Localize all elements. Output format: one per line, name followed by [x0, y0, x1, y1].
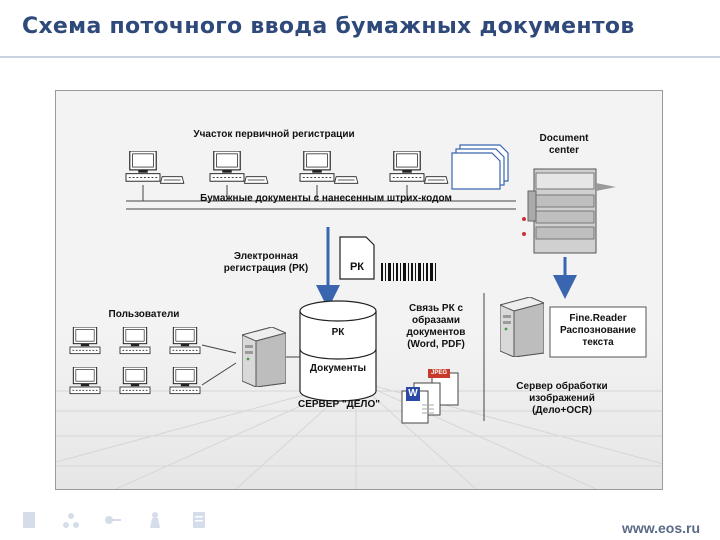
document-center-machine	[522, 168, 616, 254]
user-links	[201, 344, 237, 386]
slide-title: Схема поточного ввода бумажных документо…	[22, 14, 635, 39]
ocr-server-line3: (Дело+OCR)	[532, 405, 592, 416]
finereader-line1: Fine.Reader	[569, 313, 627, 324]
network-icon	[63, 513, 79, 528]
footer-url[interactable]: www.eos.ru	[621, 520, 700, 536]
ocr-server-icon	[500, 297, 544, 357]
paper-stack-icon	[451, 144, 509, 190]
db-rk-label: РК	[331, 327, 345, 338]
delo-server-icon	[242, 327, 286, 387]
ocr-server-line2: изображений	[529, 393, 595, 404]
rk-card-icon	[339, 236, 375, 280]
ocr-server-label: Сервер обработки изображений (Дело+OCR)	[502, 381, 622, 417]
database-cylinder	[299, 300, 377, 402]
title-divider	[0, 56, 720, 58]
registration-workstations	[125, 151, 449, 184]
finereader-line3: текста	[582, 337, 614, 348]
jpeg-tag: JPEG	[430, 370, 447, 376]
electronic-registration-line2: регистрация (РК)	[223, 263, 309, 274]
db-documents-label: Документы	[309, 363, 367, 374]
finereader-label: Fine.Reader Распознование текста	[550, 313, 646, 349]
user-workstations	[69, 327, 201, 395]
users-label: Пользователи	[108, 309, 180, 320]
link-rk-line3: документов	[406, 327, 466, 338]
rk-card-label: РК	[349, 261, 365, 273]
stamp-icon	[150, 512, 160, 528]
link-rk-line2: образами	[411, 315, 461, 326]
network-line	[126, 185, 516, 210]
document-center-line2: center	[548, 145, 579, 156]
primary-registration-label: Участок первичной регистрации	[193, 129, 355, 140]
server-delo-label: СЕРВЕР "ДЕЛО"	[298, 399, 380, 410]
link-rk-line4: (Word, PDF)	[407, 339, 465, 350]
finereader-line2: Распознование	[559, 325, 637, 336]
ocr-server-line1: Сервер обработки	[516, 381, 608, 392]
word-tag: W	[408, 388, 418, 399]
key-icon	[105, 516, 121, 524]
document-center-line1: Document	[539, 133, 589, 144]
electronic-registration-line1: Электронная	[233, 251, 299, 262]
electronic-registration-label: Электронная регистрация (РК)	[206, 251, 326, 275]
barcode-docs-label: Бумажные документы с нанесенным штрих-ко…	[200, 193, 452, 204]
document-center-label: Document center	[524, 133, 604, 157]
link-rk-label: Связь РК с образами документов (Word, PD…	[396, 303, 476, 351]
document-icon	[23, 512, 35, 528]
list-icon	[193, 512, 205, 528]
document-files-icon	[401, 369, 459, 424]
link-rk-line1: Связь РК с	[408, 303, 464, 314]
finereader-box	[549, 306, 647, 358]
diagram-panel: Участок первичной регистрации Document c…	[55, 90, 663, 490]
diagram-canvas	[56, 144, 662, 489]
barcode-icon	[381, 263, 436, 281]
